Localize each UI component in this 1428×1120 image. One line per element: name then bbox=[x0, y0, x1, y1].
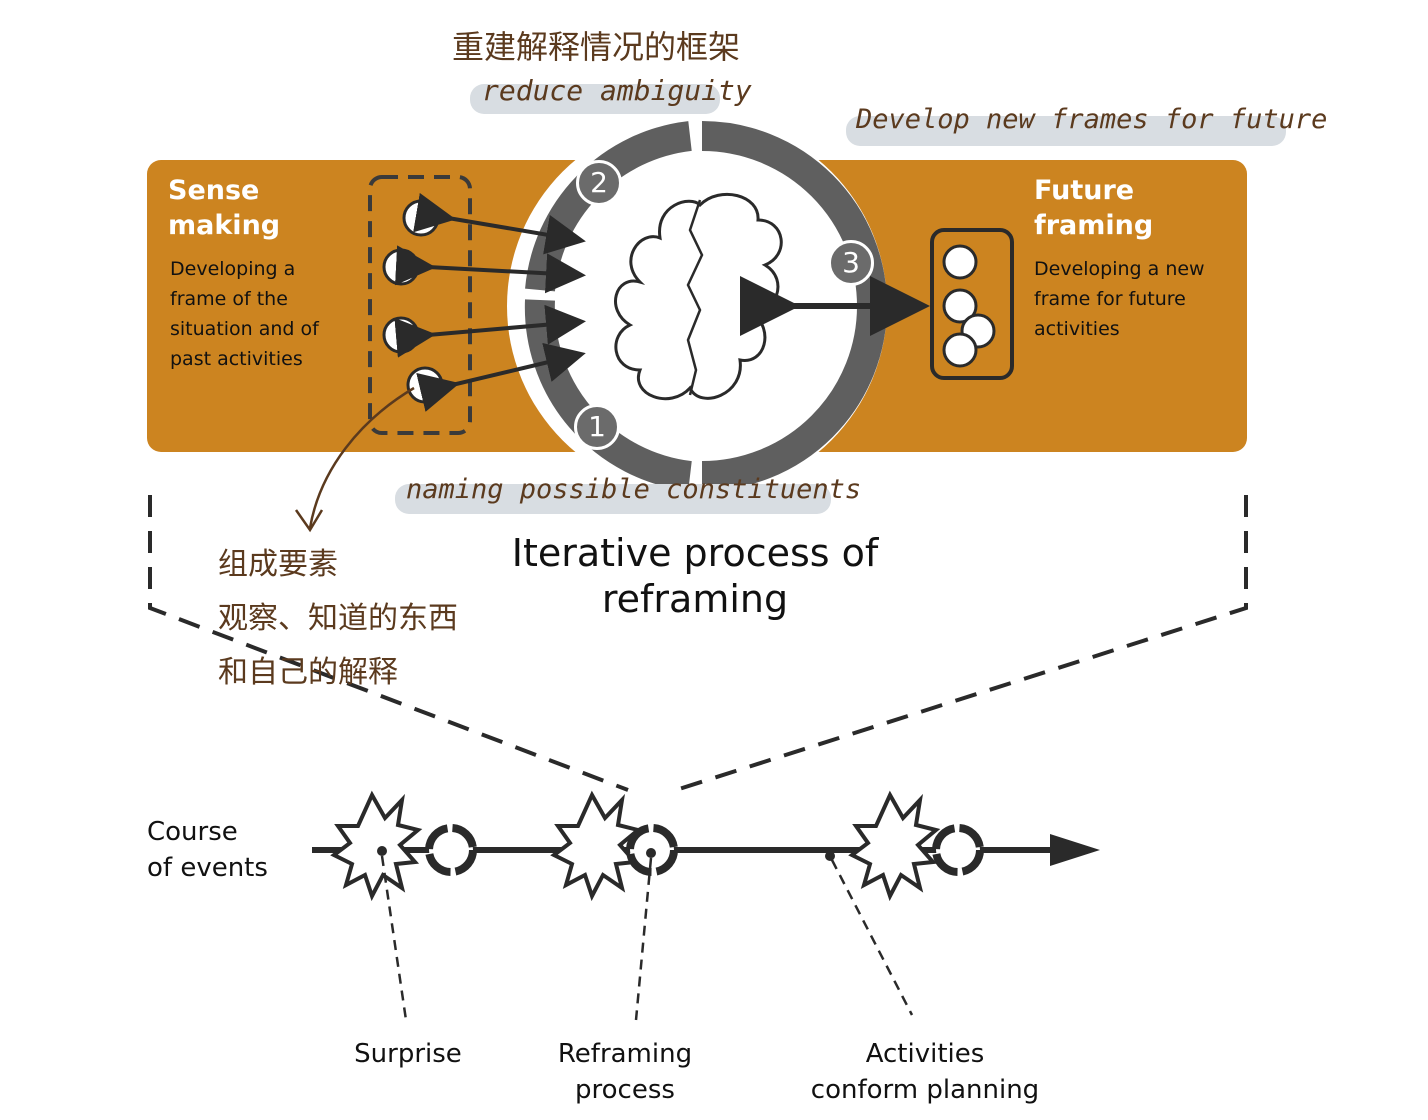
reframing-cycle-icon bbox=[425, 824, 477, 876]
constituent-node bbox=[382, 248, 420, 286]
callout-lines bbox=[380, 855, 914, 1021]
frame-node bbox=[942, 244, 978, 280]
frame-node bbox=[942, 332, 978, 368]
reframing-cycle-icon bbox=[932, 824, 984, 876]
course-of-events-label: Course of events bbox=[147, 817, 268, 883]
reframing-process-label: Reframing process bbox=[557, 1039, 693, 1105]
frame-node bbox=[942, 288, 978, 324]
activities-point bbox=[825, 851, 835, 861]
constituents-note-chinese: 组成要素 观察、知道的东西 和自己的解释 bbox=[218, 547, 458, 690]
zoom-bracket bbox=[148, 495, 1248, 792]
surprise-burst-icon bbox=[848, 790, 941, 902]
highlight-develop-frames bbox=[846, 116, 1286, 146]
constituent-node bbox=[382, 316, 420, 354]
surprise-burst-icon bbox=[550, 790, 643, 902]
surprise-point bbox=[377, 846, 387, 856]
cloud-icon bbox=[614, 192, 783, 401]
highlight-naming-constituents bbox=[395, 484, 831, 514]
surprise-label: Surprise bbox=[354, 1039, 462, 1069]
surprise-burst-icon bbox=[330, 790, 423, 902]
timeline-arrowhead bbox=[1050, 834, 1100, 866]
handwritten-arrow bbox=[308, 386, 415, 529]
develop-frames-note: Develop new frames for future bbox=[856, 104, 1328, 135]
iterative-process-title: Iterative process of reframing bbox=[511, 531, 879, 621]
step-1-badge: 1 bbox=[574, 404, 620, 450]
future-framing-title: Future framing bbox=[1034, 175, 1154, 241]
constituent-node bbox=[402, 199, 440, 237]
highlight-reduce-ambiguity bbox=[470, 84, 720, 114]
constituent-node bbox=[406, 366, 444, 404]
step-2-badge: 2 bbox=[576, 160, 622, 206]
future-framing-description: Developing a new frame for future activi… bbox=[1034, 258, 1205, 340]
sense-making-arrows bbox=[394, 192, 586, 412]
reframing-note-chinese: 重建解释情况的框架 bbox=[452, 28, 741, 66]
step-3-badge: 3 bbox=[828, 240, 874, 286]
activities-conform-planning-label: Activities conform planning bbox=[810, 1039, 1040, 1105]
future-framing-box bbox=[930, 228, 1014, 380]
reframing-point bbox=[646, 848, 656, 858]
sense-making-description: Developing a frame of the situation and … bbox=[170, 258, 319, 370]
sense-making-title: Sense making bbox=[168, 175, 281, 241]
reduce-ambiguity-note: reduce ambiguity bbox=[482, 74, 752, 107]
future-frame-circles bbox=[942, 244, 996, 368]
naming-constituents-note: naming possible constituents bbox=[406, 474, 862, 505]
